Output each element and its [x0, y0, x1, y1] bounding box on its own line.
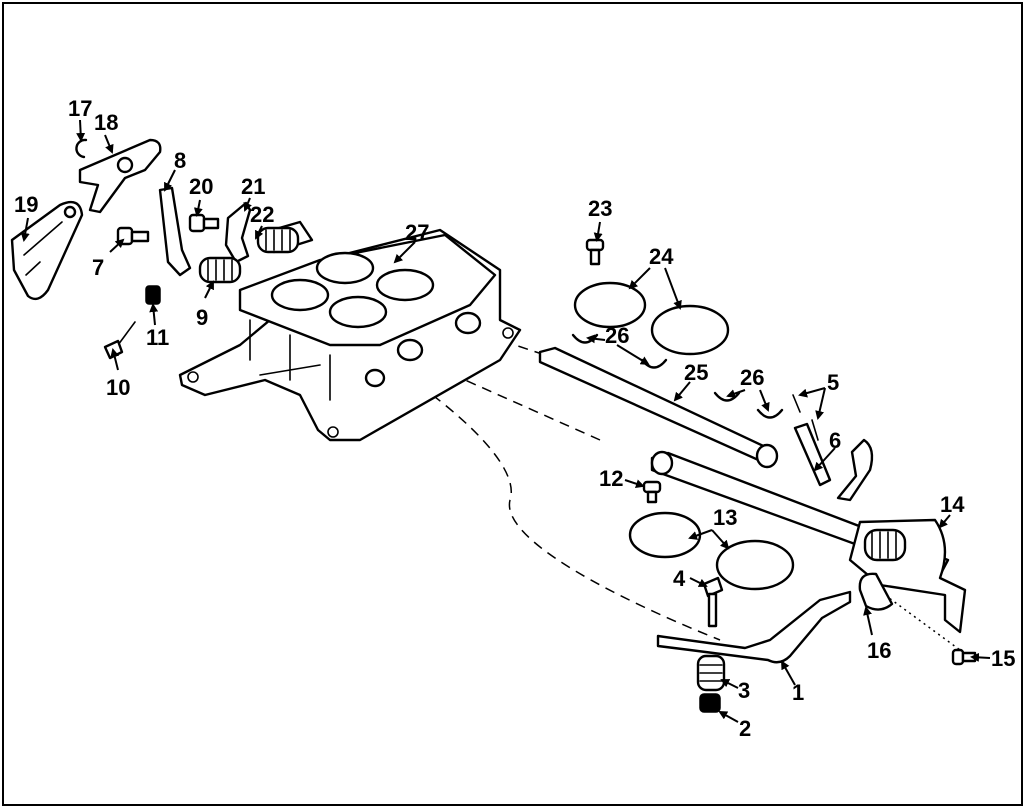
- pin-5b-part: [811, 419, 819, 441]
- spring-3-part: [696, 654, 726, 692]
- screw-20-part: [188, 213, 220, 233]
- bolt-10-part: [103, 321, 136, 360]
- bracket-18-part: [78, 138, 162, 214]
- link-6-part: [793, 422, 832, 487]
- pin-5a-part: [792, 394, 801, 413]
- callout-22: 22: [250, 202, 274, 227]
- callout-10: 10: [106, 375, 130, 400]
- arm-8-part: [158, 186, 192, 277]
- callout-3: 3: [738, 678, 750, 703]
- lever-19-part: [10, 200, 84, 301]
- callout-15: 15: [991, 646, 1015, 671]
- screw-4-part: [702, 576, 724, 628]
- callout-labels: 1 2 3 4 5 6 7 8 9 10 11 12 13 14 15 16 1…: [14, 96, 1015, 741]
- throttle-shaft-25-part: [538, 346, 779, 469]
- callout-7: 7: [92, 255, 104, 280]
- callout-1: 1: [792, 680, 804, 705]
- lever-21-part: [224, 201, 252, 264]
- callout-11: 11: [146, 325, 169, 350]
- throttle-plate-24b-part: [650, 304, 730, 356]
- callout-26a: 26: [605, 323, 629, 348]
- callout-16: 16: [867, 638, 891, 663]
- screw-15-part: [951, 648, 977, 666]
- callout-24: 24: [649, 244, 674, 269]
- screw-23-part: [585, 238, 605, 266]
- callout-17: 17: [68, 96, 92, 121]
- callout-18: 18: [94, 110, 118, 135]
- throttle-body-part: [178, 220, 522, 442]
- throttle-plate-13b-part: [715, 539, 795, 591]
- callout-6: 6: [829, 428, 841, 453]
- callout-4: 4: [673, 566, 686, 591]
- throttle-plate-13a-part: [628, 511, 702, 559]
- callout-14: 14: [940, 492, 965, 517]
- callout-19: 19: [14, 192, 38, 217]
- clip-17-part: [75, 138, 88, 159]
- throttle-plate-24a-part: [573, 281, 647, 329]
- callout-26b: 26: [740, 365, 764, 390]
- callout-27: 27: [405, 220, 429, 245]
- lever-14-part: [836, 438, 967, 634]
- leader-arrows: [20, 119, 991, 723]
- callout-12: 12: [599, 466, 623, 491]
- callout-2: 2: [739, 716, 751, 741]
- spring-9-part: [198, 256, 242, 284]
- callout-9: 9: [196, 305, 208, 330]
- callout-13: 13: [713, 505, 737, 530]
- clip-26d-part: [756, 408, 784, 419]
- callout-23: 23: [588, 196, 612, 221]
- callout-21: 21: [241, 174, 265, 199]
- callout-20: 20: [189, 174, 213, 199]
- nut-2-part: [699, 693, 721, 713]
- callout-8: 8: [174, 148, 186, 173]
- screw-12-part: [642, 480, 662, 504]
- spring-22-part: [256, 226, 300, 254]
- lever-1-part: [656, 590, 852, 664]
- callout-25: 25: [684, 360, 708, 385]
- callout-5: 5: [827, 370, 839, 395]
- clip-26b-part: [640, 358, 668, 369]
- fitting-11-part: [145, 285, 161, 305]
